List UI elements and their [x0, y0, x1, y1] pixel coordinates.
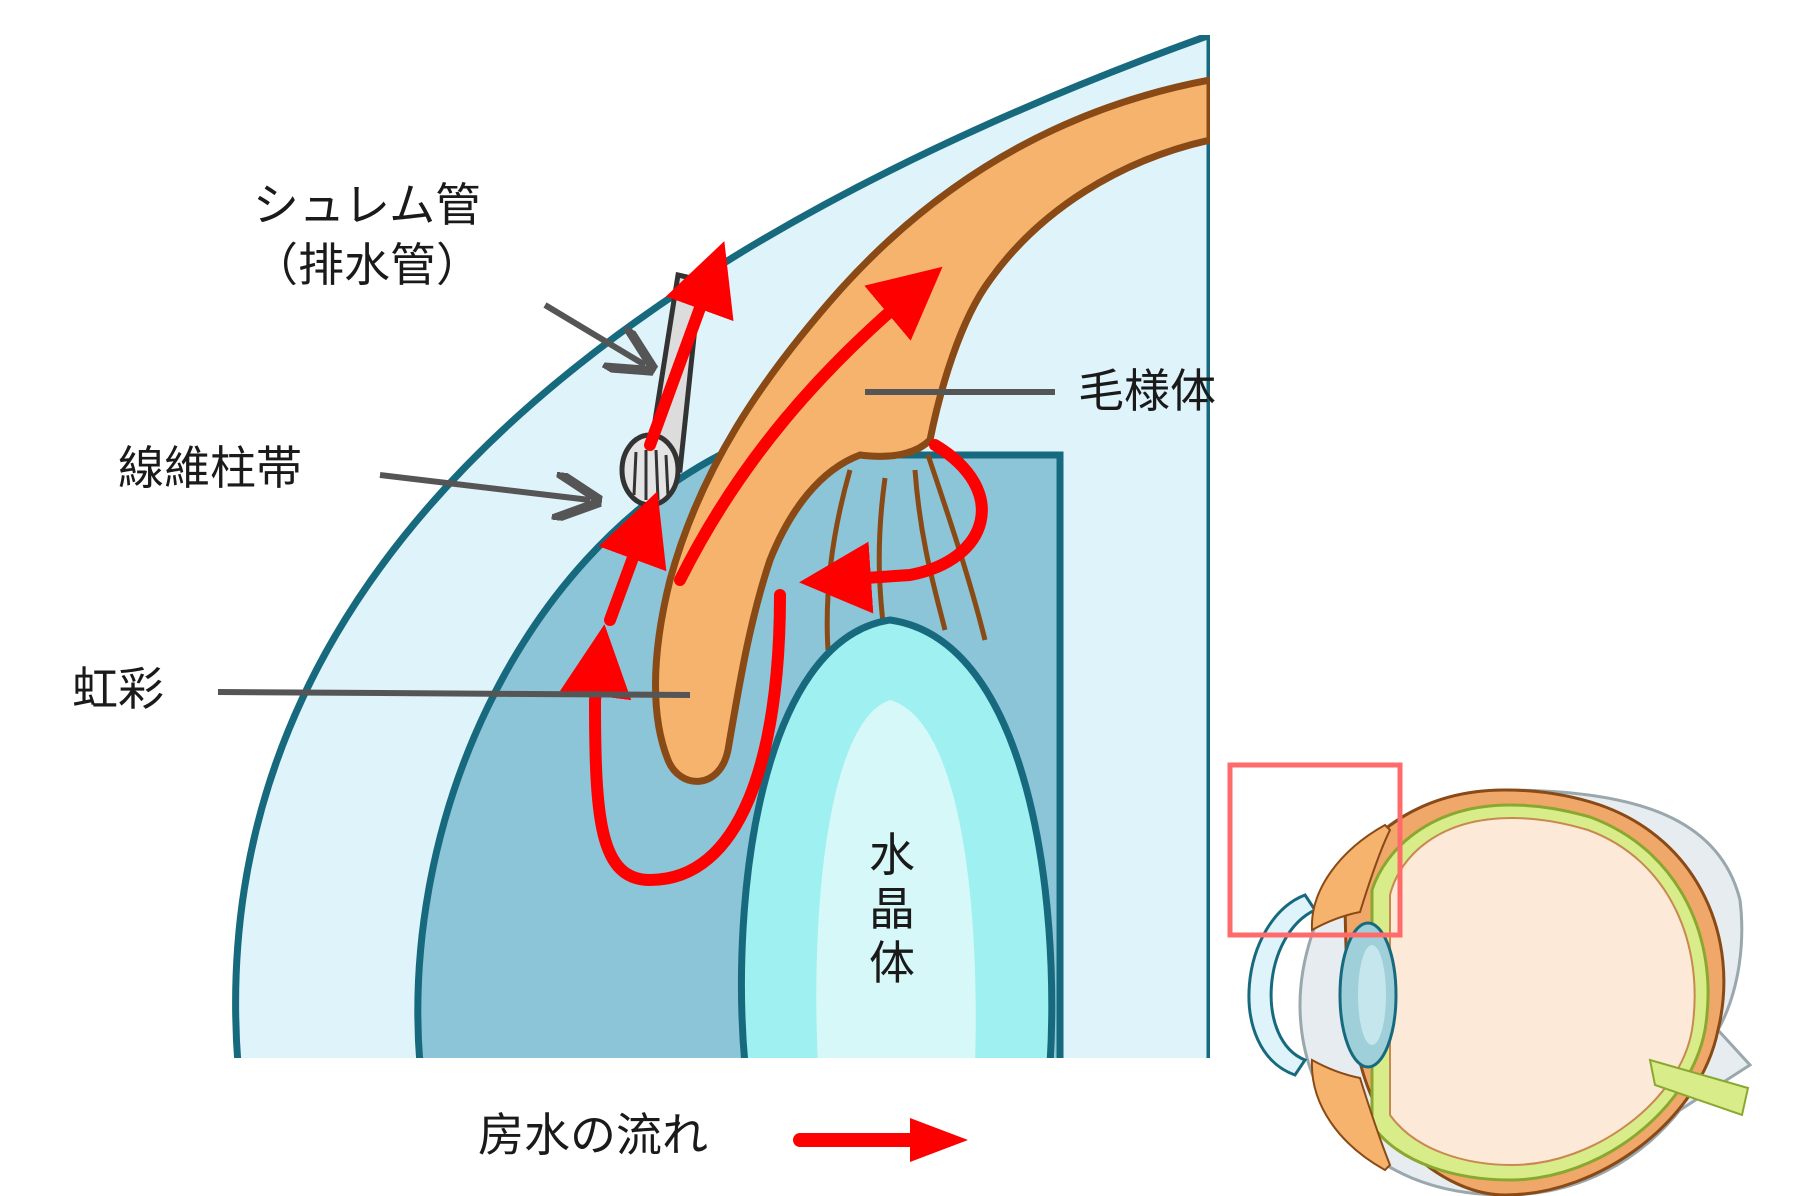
- label-lens-char-2: 晶: [869, 882, 915, 936]
- inset-highlight-box: [1227, 762, 1403, 938]
- leader-lines: [217, 302, 1055, 698]
- flow-arrows: [559, 241, 988, 887]
- legend-label: 房水の流れ: [478, 1108, 708, 1162]
- label-lens: 水 晶 体: [862, 828, 922, 990]
- eye-cross-section-icon: [1227, 762, 1753, 1196]
- label-iris: 虹彩: [72, 662, 164, 716]
- flow-arrow-up-to-trabecular: [598, 491, 667, 626]
- main-eye-section: [0, 35, 1210, 1065]
- flow-arrow-ciliary-up: [674, 266, 943, 586]
- legend-flow-arrow-icon: [793, 1118, 968, 1162]
- label-lens-char-1: 水: [869, 828, 915, 882]
- label-ciliary-body: 毛様体: [1078, 364, 1216, 418]
- flow-arrow-lens-to-ciliary: [799, 439, 988, 614]
- label-lens-char-3: 体: [869, 936, 915, 990]
- label-schlemm-line1: シュレム管: [252, 178, 482, 232]
- label-trabecular-meshwork: 線維柱帯: [118, 441, 302, 495]
- label-schlemm-canal: シュレム管 （排水管）: [232, 182, 502, 302]
- ciliary-body-iris: [652, 76, 1210, 785]
- flow-arrow-schlemm-out: [644, 241, 734, 451]
- lens-core: [816, 700, 976, 1065]
- label-schlemm-line2: （排水管）: [252, 238, 482, 292]
- flow-arrow-down-around-iris: [559, 589, 786, 887]
